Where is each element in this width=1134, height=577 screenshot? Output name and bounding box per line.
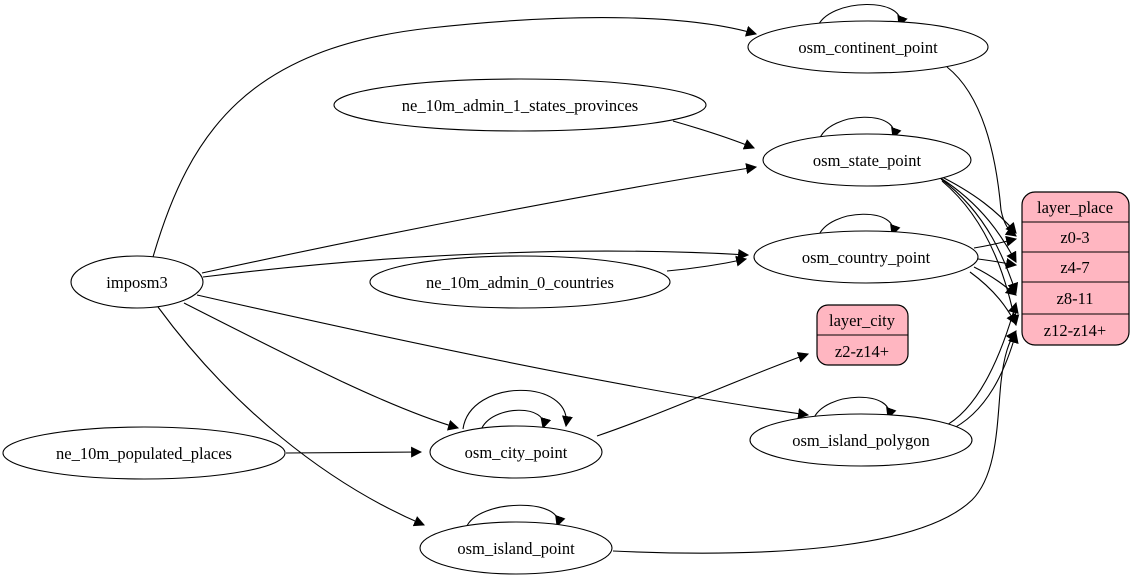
self-loop-osm_continent_point [816,4,908,29]
ellipse-shape [747,20,989,74]
ellipse-shape [2,426,286,480]
edge-osm_country_point-to-layer_place-z8-11 [973,266,1017,296]
node-ne_10m_populated_places: ne_10m_populated_places [2,426,286,480]
ellipse-shape [333,78,707,132]
self-loop-osm_state_point [818,116,902,141]
record-row-z2-z14: z2-z14+ [835,342,889,361]
record-row-z4-7: z4-7 [1060,258,1089,277]
self-loop-osm_city_point-outer [462,389,573,430]
node-label: ne_10m_admin_0_countries [426,273,614,292]
node-label: osm_country_point [802,248,931,267]
edge-imposm3-to-osm_continent_point [152,17,758,258]
edge-ne_10m_populated_places-to-osm_city_point [285,446,423,458]
edge-osm_island_point-to-layer_place-z12-z14 [612,330,1017,554]
node-label: imposm3 [106,273,167,292]
node-osm_island_point: osm_island_point [419,521,613,575]
record-shape [1021,191,1130,346]
nodes: osm_continent_point ne_10m_admin_1_state… [2,20,1130,575]
edge-osm_state_point-to-layer_place-z4-7 [938,176,1017,263]
node-osm_state_point: osm_state_point [762,133,972,187]
edge-osm_country_point-to-layer_place-z4-7 [977,258,1018,269]
edge-imposm3-to-osm_country_point [202,248,750,278]
edge-ne_10m_admin_0_countries-to-osm_country_point [666,255,748,272]
node-ne_10m_admin_0_countries: ne_10m_admin_0_countries [369,255,671,309]
edge-imposm3-to-osm_island_polygon [196,294,810,420]
node-label: ne_10m_populated_places [56,444,232,463]
ellipse-shape [369,255,671,309]
ellipse-shape [762,133,972,187]
node-label: osm_island_point [457,539,575,558]
node-osm_city_point: osm_city_point [429,425,603,479]
node-layer_place: layer_place z0-3 z4-7 z8-11 z12-z14+ [1021,191,1130,346]
node-label: osm_island_polygon [792,431,930,450]
edge-imposm3-to-osm_island_point [157,306,426,527]
ellipse-shape [70,255,204,309]
self-loop-osm_island_polygon [812,396,897,421]
node-layer_city: layer_city z2-z14+ [816,304,909,366]
edge-osm_state_point-to-layer_place-z0-3 [935,173,1017,234]
self-loop-osm_city_point-inner [480,409,552,431]
record-row-z12-z14: z12-z14+ [1044,321,1106,340]
node-imposm3: imposm3 [70,255,204,309]
edge-osm_city_point-to-layer_city-z2-z14 [596,352,810,437]
edge-osm_country_point-to-layer_place-z0-3 [973,235,1018,249]
record-title: layer_place [1037,198,1113,217]
record-row-z8-11: z8-11 [1057,289,1094,308]
node-label: osm_city_point [465,443,568,462]
self-loop-osm_island_point [465,504,566,529]
node-osm_country_point: osm_country_point [753,230,979,284]
edges [152,4,1020,554]
record-row-z0-3: z0-3 [1060,228,1089,247]
ellipse-shape [419,521,613,575]
edge-imposm3-to-osm_state_point [201,163,758,274]
ellipse-shape [753,230,979,284]
node-osm_island_polygon: osm_island_polygon [749,413,973,467]
edge-osm_island_polygon-to-layer_place-z8-11 [942,301,1019,428]
edge-osm_country_point-to-layer_place-z12-z14 [969,271,1017,325]
node-label: ne_10m_admin_1_states_provinces [402,96,638,115]
ellipse-shape [429,425,603,479]
node-ne_10m_admin_1_states_provinces: ne_10m_admin_1_states_provinces [333,78,707,132]
edge-osm_state_point-to-layer_place-z8-11 [940,178,1019,295]
ellipse-shape [749,413,973,467]
edge-osm_island_polygon-to-layer_place-z12-z14 [947,331,1019,432]
record-title: layer_city [829,311,896,330]
self-loop-osm_country_point [817,213,901,238]
edge-ne_10m_admin_1_states_provinces-to-osm_state_point [672,120,756,150]
edge-imposm3-to-osm_city_point [183,302,460,431]
node-osm_continent_point: osm_continent_point [747,20,989,74]
node-label: osm_continent_point [798,38,938,57]
node-label: osm_state_point [813,151,922,170]
